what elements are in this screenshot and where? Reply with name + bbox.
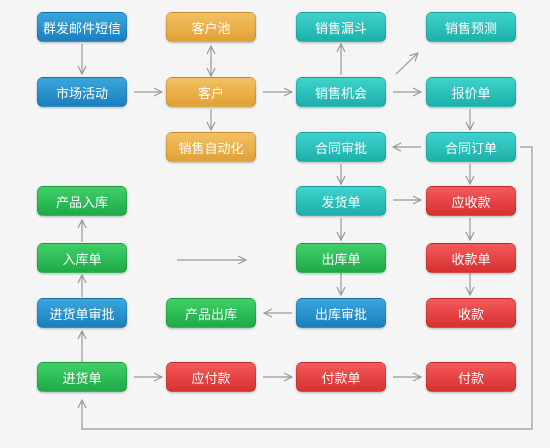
node-sales-opportunity[interactable]: 销售机会 [296, 77, 386, 107]
node-customer-pool[interactable]: 客户池 [166, 12, 256, 42]
node-sales-forecast[interactable]: 销售预测 [426, 12, 516, 42]
arrow-order-to-purchase-loop [82, 146, 533, 430]
node-outbound-approval[interactable]: 出库审批 [296, 298, 386, 328]
node-payment[interactable]: 付款 [426, 362, 516, 392]
node-mass-mail-sms[interactable]: 群发邮件短信 [37, 12, 127, 42]
node-contract-order[interactable]: 合同订单 [426, 132, 516, 162]
node-receivable[interactable]: 应收款 [426, 186, 516, 216]
node-customer[interactable]: 客户 [166, 77, 256, 107]
node-collection-note[interactable]: 收款单 [426, 243, 516, 273]
node-purchase-note[interactable]: 进货单 [37, 362, 127, 392]
node-inbound-note[interactable]: 入库单 [37, 243, 127, 273]
arrow-opportunity-to-forecast [395, 53, 418, 75]
node-product-inbound[interactable]: 产品入库 [37, 186, 127, 216]
node-product-outbound[interactable]: 产品出库 [166, 298, 256, 328]
node-market-activity[interactable]: 市场活动 [37, 77, 127, 107]
node-sales-funnel[interactable]: 销售漏斗 [296, 12, 386, 42]
node-quotation[interactable]: 报价单 [426, 77, 516, 107]
node-delivery-note[interactable]: 发货单 [296, 186, 386, 216]
node-payable[interactable]: 应付款 [166, 362, 256, 392]
node-contract-approval[interactable]: 合同审批 [296, 132, 386, 162]
node-purchase-approval[interactable]: 进货单审批 [37, 298, 127, 328]
node-outbound-note[interactable]: 出库单 [296, 243, 386, 273]
node-payment-note[interactable]: 付款单 [296, 362, 386, 392]
node-sales-automation[interactable]: 销售自动化 [166, 132, 256, 162]
node-collection[interactable]: 收款 [426, 298, 516, 328]
